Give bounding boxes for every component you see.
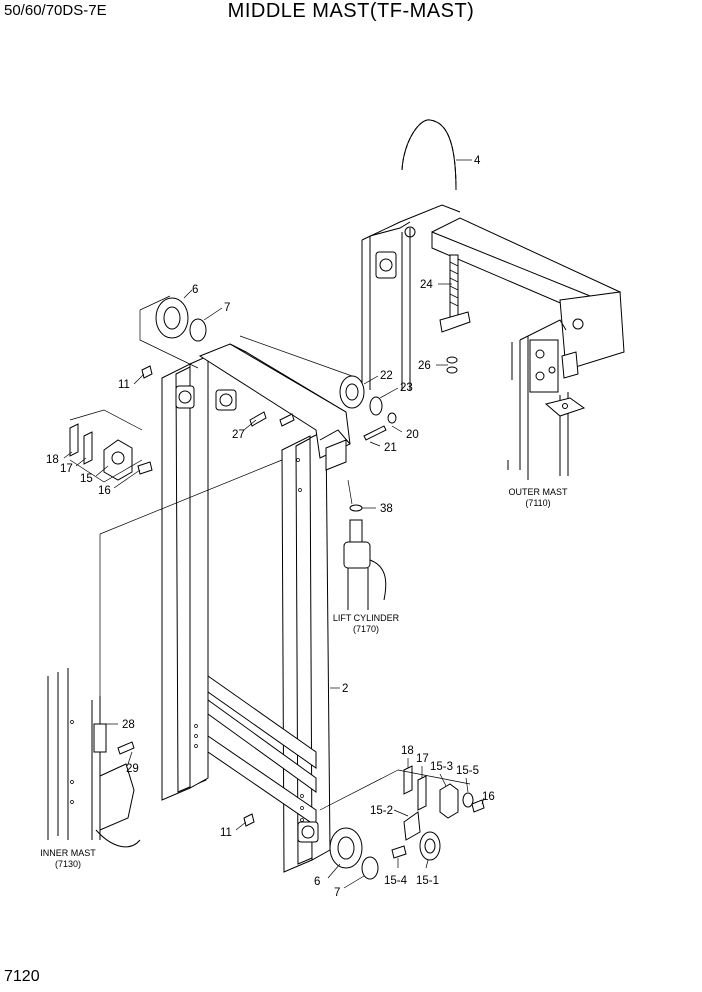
callout-11-lower: 11	[220, 827, 232, 839]
callout-15: 15	[80, 473, 93, 485]
callout-17-lower: 17	[416, 753, 429, 765]
roller-lower-part	[329, 827, 379, 880]
callout-29: 29	[126, 763, 139, 775]
callout-21: 21	[384, 442, 397, 454]
side-bracket-upper-group	[69, 409, 153, 483]
callout-15-2: 15-2	[370, 805, 393, 817]
callout-labels: 4 24 26 6 7 11 22 23 27 20 21 18 17 15 1…	[46, 155, 495, 899]
callout-15-5: 15-5	[456, 765, 479, 777]
callout-16-upper: 16	[98, 485, 111, 497]
callout-20: 20	[406, 429, 419, 441]
callout-26: 26	[418, 360, 431, 372]
callout-4: 4	[474, 155, 481, 167]
callout-22: 22	[380, 370, 393, 382]
inner-mast-drawing	[47, 459, 283, 848]
callout-11-upper: 11	[118, 379, 130, 391]
pin-27-part	[249, 411, 295, 427]
anchor-bolt-part	[439, 254, 471, 374]
callout-18-lower: 18	[401, 745, 414, 757]
model-code: 50/60/70DS-7E	[4, 2, 107, 19]
bolt-11-parts	[141, 365, 255, 827]
roller-upper-part	[139, 295, 207, 369]
side-roller-part	[239, 335, 397, 441]
callout-17-upper: 17	[60, 463, 73, 475]
middle-mast-drawing	[161, 343, 351, 873]
page-number: 7120	[4, 968, 40, 985]
reference-labels: OUTER MAST (7110) LIFT CYLINDER (7170) I…	[40, 487, 568, 869]
callout-7-lower: 7	[334, 887, 340, 899]
chain-part	[401, 119, 457, 191]
callout-18-upper: 18	[46, 454, 59, 466]
inner-mast-code: (7130)	[55, 859, 81, 869]
inner-mast-label: INNER MAST	[40, 848, 96, 858]
leader-lines	[63, 159, 485, 889]
lift-cylinder-code: (7170)	[353, 624, 379, 634]
callout-7-upper: 7	[224, 302, 230, 314]
callout-38: 38	[380, 503, 393, 515]
side-bracket-lower-group	[319, 765, 485, 861]
outer-mast-drawing	[361, 204, 625, 480]
callout-15-4: 15-4	[384, 875, 408, 887]
outer-mast-label: OUTER MAST	[508, 487, 568, 497]
callout-24: 24	[420, 279, 433, 291]
callout-16-lower: 16	[482, 791, 495, 803]
callout-2: 2	[342, 683, 348, 695]
callout-28: 28	[122, 719, 135, 731]
callout-15-3: 15-3	[430, 761, 453, 773]
lift-cylinder-drawing	[343, 479, 387, 610]
callout-15-1: 15-1	[416, 875, 439, 887]
callout-6-upper: 6	[192, 284, 198, 296]
outer-mast-code: (7110)	[525, 498, 550, 508]
lift-cylinder-label: LIFT CYLINDER	[333, 613, 400, 623]
page-title: MIDDLE MAST(TF-MAST)	[227, 0, 475, 22]
callout-23: 23	[400, 382, 413, 394]
callout-27: 27	[232, 429, 245, 441]
callout-6-lower: 6	[314, 876, 320, 888]
